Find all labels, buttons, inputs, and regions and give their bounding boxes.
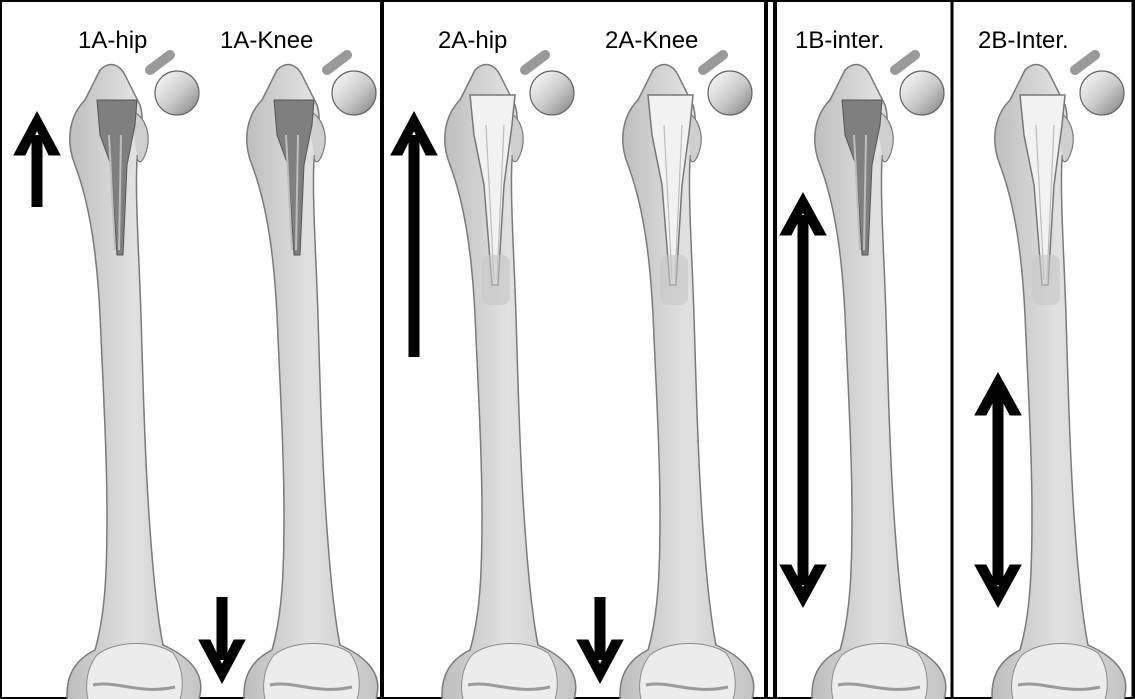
arrow-1a-knee [199,597,245,683]
label-2a-hip: 2A-hip [438,27,507,54]
arrow-2b-inter [975,373,1021,607]
label-1a-hip: 1A-hip [78,27,147,54]
label-2b-inter: 2B-Inter. [978,27,1069,54]
label-1a-knee: 1A-Knee [220,27,313,54]
femur-2a-knee [620,55,754,699]
label-1b-inter: 1B-inter. [795,27,884,54]
femur-1a-hip [67,55,201,699]
label-2a-knee: 2A-Knee [605,27,698,54]
arrow-1a-hip [14,112,60,207]
femur-2b-inter [992,55,1126,699]
arrow-1b-inter [780,193,826,607]
arrow-2a-knee [577,597,623,683]
femur-1b-inter [812,55,946,699]
arrow-2a-hip [391,112,437,357]
femur-2a-hip [442,55,576,699]
femur-1a-knee [244,55,378,699]
